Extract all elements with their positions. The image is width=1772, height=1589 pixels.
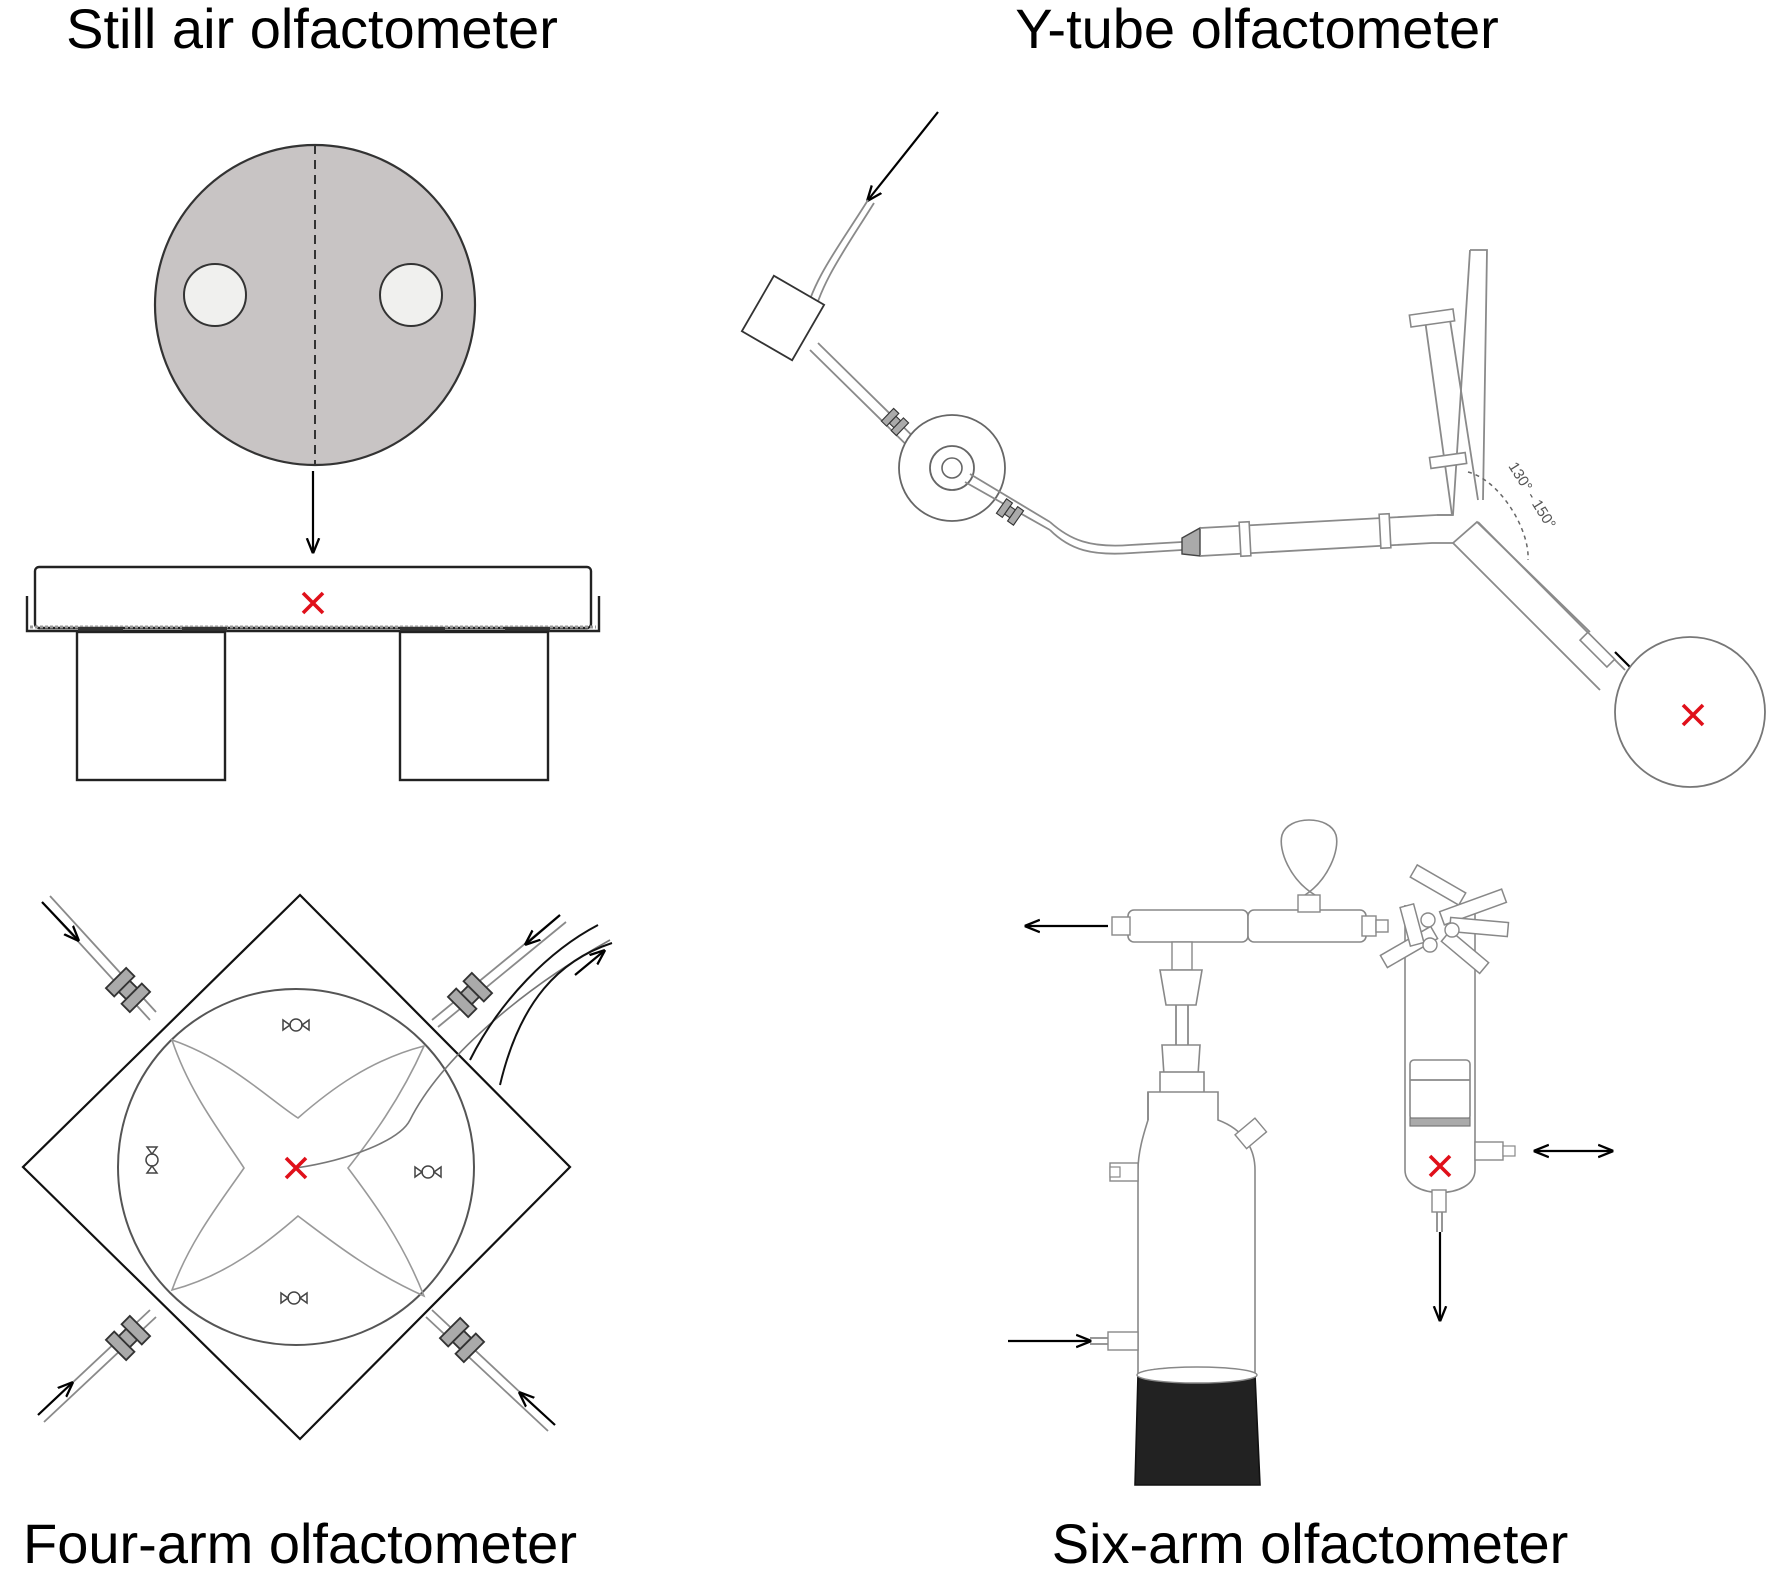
arm-connector-2 xyxy=(447,972,493,1018)
stopper xyxy=(1159,969,1203,1006)
odour-well-left xyxy=(183,263,247,327)
tube-adapter xyxy=(1181,526,1201,557)
side-port-lower xyxy=(1107,1331,1139,1351)
odour-pot-right xyxy=(398,630,550,782)
four-field-arena xyxy=(170,1038,426,1298)
arm-bottom-right xyxy=(425,1309,556,1432)
angle-indicator xyxy=(1467,471,1529,561)
side-port-angled xyxy=(1234,1117,1268,1150)
y-tube-title: Y-tube olfactometer xyxy=(1015,0,1499,60)
bulb-pipette xyxy=(1280,819,1338,912)
still-air-diagram xyxy=(25,143,601,782)
humidified-air-tubing xyxy=(1049,521,1183,547)
six-arms xyxy=(1379,863,1510,975)
six-arm-title: Six-arm olfactometer xyxy=(1052,1512,1569,1575)
pad-4 xyxy=(505,627,550,632)
pad-3 xyxy=(400,627,445,632)
charcoal-filter xyxy=(740,274,826,362)
exhaust-tube xyxy=(295,939,611,1169)
six-arm-diagram xyxy=(1008,819,1612,1486)
four-arm-diagram xyxy=(21,893,613,1441)
y-tube-diagram: 130° - 150° xyxy=(740,111,1766,788)
pad-2 xyxy=(182,627,227,632)
still-air-title: Still air olfactometer xyxy=(66,0,558,60)
manifold-tube-right xyxy=(1247,909,1367,943)
odour-well-right xyxy=(379,263,443,327)
arena-tray xyxy=(25,596,601,633)
tube-connector-1 xyxy=(880,407,910,437)
pad-1 xyxy=(78,627,123,632)
odour-pot-left xyxy=(75,630,227,782)
chamber-cap xyxy=(1409,1059,1471,1121)
arm-connector-3 xyxy=(105,1315,151,1361)
chamber-base xyxy=(1134,1366,1261,1486)
inflow-arrow-icon xyxy=(41,901,78,940)
air-inlet-arrow-icon xyxy=(868,111,939,200)
y-tube-arm-lower xyxy=(1452,521,1626,691)
inflow-arrow-icon-2 xyxy=(526,914,561,944)
y-tube-arm-upper xyxy=(1424,319,1479,516)
four-arm-title: Four-arm olfactometer xyxy=(23,1512,577,1575)
arm-top-right xyxy=(431,914,567,1028)
arm-top-left xyxy=(41,895,157,1021)
choice-side-port xyxy=(1474,1141,1504,1161)
odour-source-chamber xyxy=(1137,1091,1256,1376)
arm-bottom-left xyxy=(37,1309,157,1423)
inflow-arrow-icon-4 xyxy=(520,1393,556,1426)
exhaust-arrow-icon xyxy=(574,951,604,976)
arena-lid-side-view xyxy=(33,565,593,630)
manifold-tube-left xyxy=(1127,909,1249,943)
inflow-arrow-icon-3 xyxy=(37,1383,72,1416)
arm-connector-1 xyxy=(105,967,151,1013)
angle-label: 130° - 150° xyxy=(1505,459,1559,532)
